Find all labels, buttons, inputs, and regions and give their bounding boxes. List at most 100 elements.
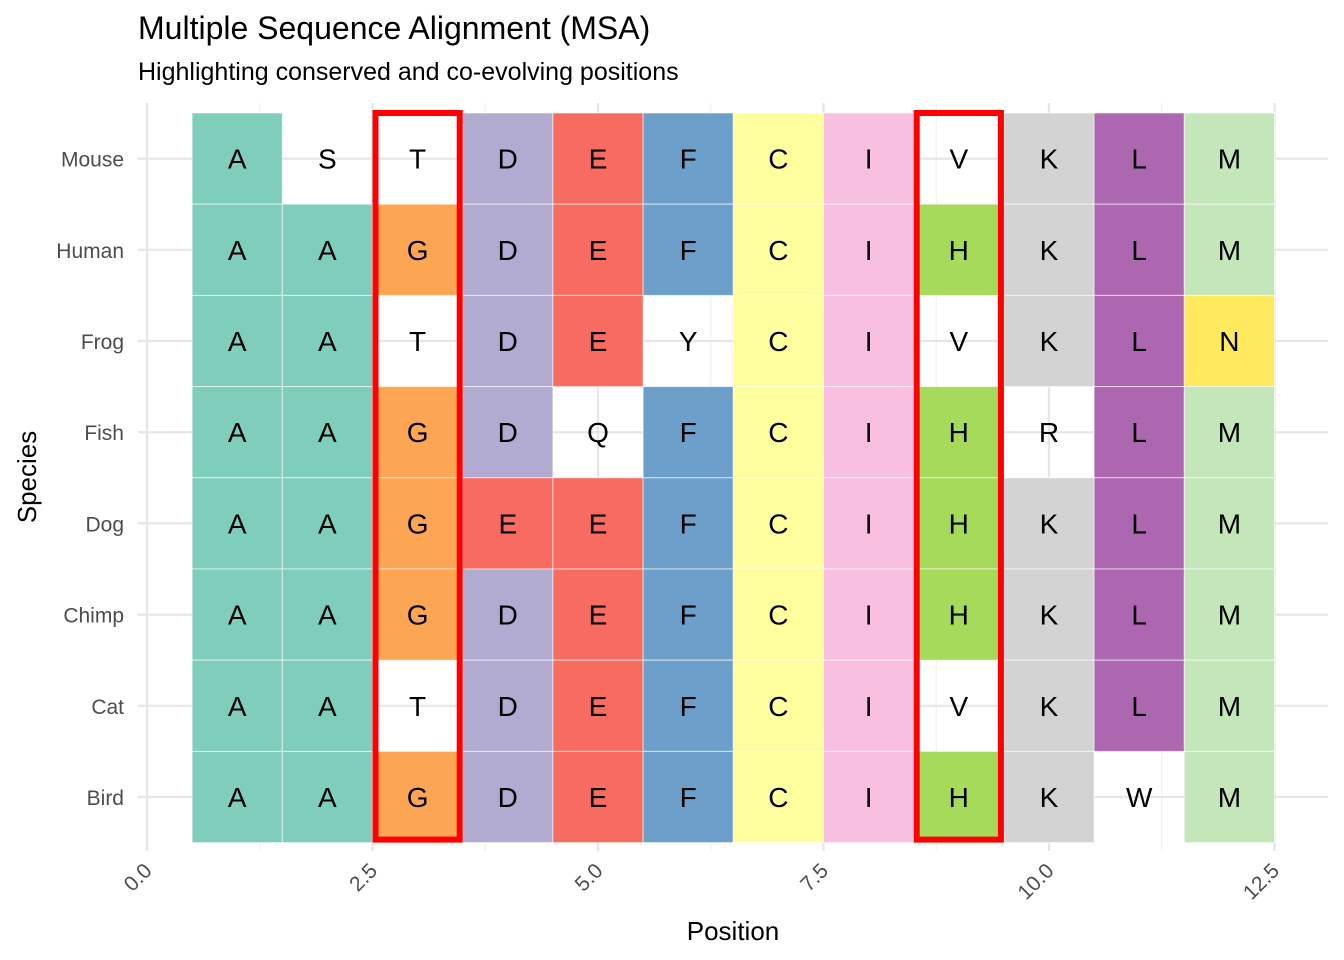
residue-label: F (680, 782, 697, 813)
residue-label: E (498, 508, 517, 539)
residue-label: W (1126, 782, 1153, 813)
tile-human-7 (732, 203, 824, 296)
tile-dog-10 (1003, 477, 1095, 570)
tile-dog-9 (913, 477, 1005, 570)
residue-label: A (228, 235, 247, 266)
residue-label: A (318, 326, 337, 357)
residue-label: D (498, 600, 518, 631)
residue-label: M (1218, 782, 1241, 813)
tile-mouse-8 (823, 112, 915, 205)
x-axis-title: Position (687, 916, 780, 946)
tile-human-11 (1093, 203, 1185, 296)
residue-label: C (768, 691, 788, 722)
tile-bird-3 (372, 750, 464, 844)
tile-human-5 (552, 203, 644, 296)
x-tick-label: 7.5 (796, 859, 833, 896)
residue-label: D (498, 782, 518, 813)
tile-human-8 (823, 203, 915, 296)
tile-chimp-12 (1183, 568, 1276, 661)
tile-mouse-10 (1003, 112, 1095, 205)
residue-label: G (407, 417, 429, 448)
tile-frog-5 (552, 294, 644, 388)
tile-bird-1 (191, 750, 283, 844)
residue-label: F (680, 235, 697, 266)
residue-label: F (680, 691, 697, 722)
residue-label: G (407, 508, 429, 539)
tile-frog-4 (462, 294, 554, 388)
residue-label: Y (679, 326, 698, 357)
residue-label: F (680, 600, 697, 631)
residue-label: A (318, 691, 337, 722)
tile-dog-1 (191, 477, 283, 570)
residue-label: M (1218, 144, 1241, 175)
residue-label: F (680, 508, 697, 539)
y-tick-label: Human (56, 240, 124, 263)
alignment-tiles (191, 112, 1276, 844)
residue-label: A (318, 235, 337, 266)
tile-mouse-11 (1093, 112, 1185, 205)
residue-label: A (318, 508, 337, 539)
tile-frog-7 (732, 294, 824, 388)
residue-label: I (865, 326, 873, 357)
tile-human-9 (913, 203, 1005, 296)
residue-label: C (768, 600, 788, 631)
tile-dog-8 (823, 477, 915, 570)
residue-label: K (1040, 144, 1059, 175)
residue-label: K (1040, 508, 1059, 539)
tile-fish-12 (1183, 386, 1276, 479)
highlight-boxes (372, 110, 1004, 843)
residue-label: A (228, 417, 247, 448)
residue-label: L (1131, 326, 1147, 357)
tile-chimp-6 (642, 568, 734, 661)
residue-label: M (1218, 691, 1241, 722)
residue-label: A (228, 508, 247, 539)
tile-human-6 (642, 203, 734, 296)
tile-frog-2 (281, 294, 373, 388)
tile-fish-4 (462, 386, 554, 479)
tile-mouse-6 (642, 112, 734, 205)
residue-label: D (498, 235, 518, 266)
x-tick-label: 5.0 (571, 859, 608, 896)
tile-chimp-3 (372, 568, 464, 661)
residue-label: E (589, 691, 608, 722)
tile-dog-5 (552, 477, 644, 570)
tile-chimp-11 (1093, 568, 1185, 661)
tile-human-3 (372, 203, 464, 296)
tile-chimp-10 (1003, 568, 1095, 661)
y-tick-label: Frog (81, 331, 124, 354)
residue-label: E (589, 326, 608, 357)
tile-bird-6 (642, 750, 734, 844)
residue-label: F (680, 144, 697, 175)
tile-fish-6 (642, 386, 734, 479)
tile-dog-2 (281, 477, 373, 570)
residue-label: M (1218, 235, 1241, 266)
residue-label: C (768, 782, 788, 813)
y-tick-label: Dog (85, 513, 124, 536)
tile-frog-10 (1003, 294, 1095, 388)
tile-frog-11 (1093, 294, 1185, 388)
residue-label: I (865, 144, 873, 175)
tile-cat-2 (281, 659, 373, 752)
tile-dog-12 (1183, 477, 1276, 570)
residue-label: V (949, 691, 968, 722)
residue-label: G (407, 782, 429, 813)
residue-label: R (1039, 417, 1059, 448)
x-tick-label: 0.0 (120, 859, 157, 896)
residue-label: K (1040, 600, 1059, 631)
residue-label: V (949, 144, 968, 175)
residue-label: H (949, 508, 969, 539)
residue-label: D (498, 691, 518, 722)
residue-label: L (1131, 691, 1147, 722)
residue-label: L (1131, 417, 1147, 448)
residue-label: L (1131, 144, 1147, 175)
residue-label: I (865, 691, 873, 722)
tile-cat-6 (642, 659, 734, 752)
tile-fish-11 (1093, 386, 1185, 479)
residue-label: I (865, 235, 873, 266)
tile-human-2 (281, 203, 373, 296)
residue-label: A (228, 691, 247, 722)
tile-mouse-7 (732, 112, 824, 205)
